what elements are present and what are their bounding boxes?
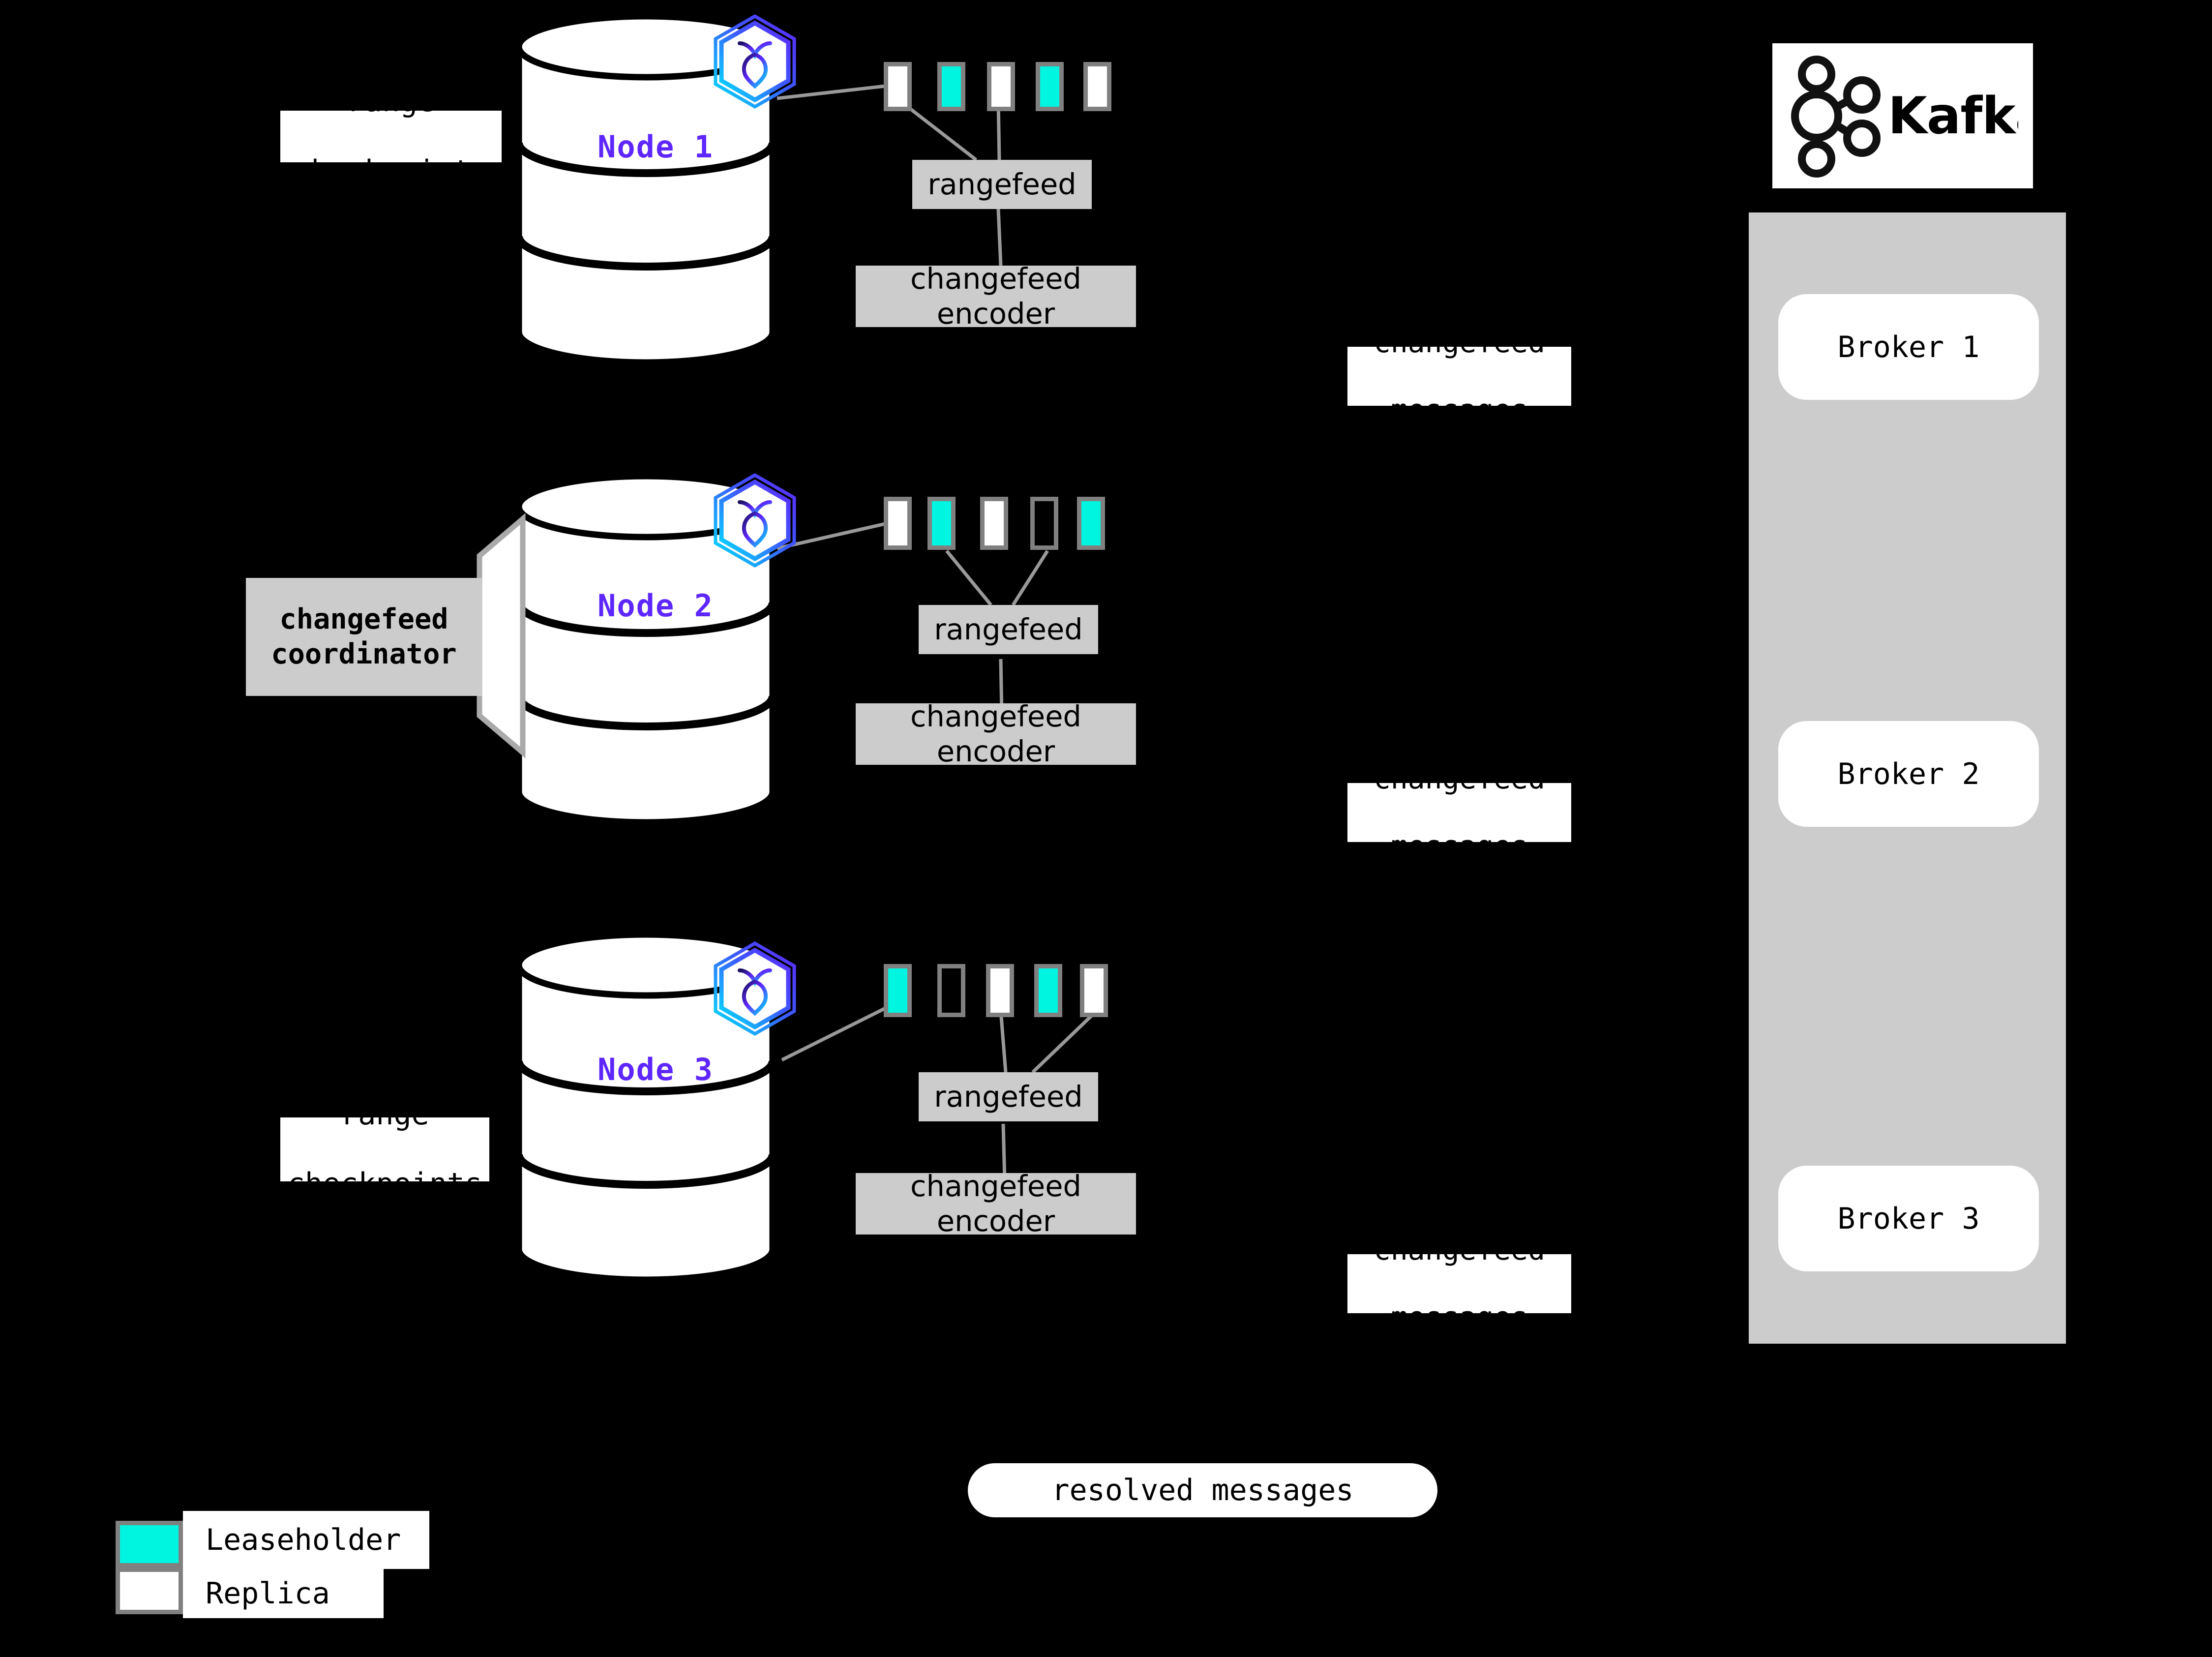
node-1-label: Node 1 — [598, 129, 714, 165]
range-cell-replica[interactable] — [986, 964, 1014, 1017]
changefeed-encoder-box-node-2[interactable]: changefeed encoder — [856, 703, 1136, 765]
range-cell-empty[interactable] — [937, 964, 965, 1017]
encoder-line-1: changefeed — [910, 1173, 1081, 1203]
legend-label-replica: Replica — [183, 1569, 384, 1618]
range-cell-leaseholder[interactable] — [937, 62, 965, 111]
range-cell-empty[interactable] — [1030, 497, 1058, 550]
legend-swatch-leaseholder — [116, 1521, 183, 1567]
kafka-inbound-arrow-icon — [2060, 331, 2090, 348]
range-cell-replica[interactable] — [884, 497, 912, 550]
resolved-messages-pill: resolved messages — [968, 1463, 1437, 1517]
range-cell-leaseholder[interactable] — [1036, 62, 1064, 111]
changefeed-coordinator-label: changefeed coordinator — [246, 578, 482, 696]
changefeed-encoder-box-node-3[interactable]: changefeed encoder — [856, 1173, 1136, 1235]
checkpoint-line-2: checkpoints — [287, 1167, 482, 1181]
checkpoint-line-1: range — [293, 111, 488, 119]
range-cell-leaseholder[interactable] — [927, 497, 956, 550]
messages-line-1: changefeed — [1374, 347, 1545, 360]
range-cell-replica[interactable] — [987, 62, 1015, 111]
messages-line-2: messages — [1374, 393, 1545, 406]
range-cell-replica[interactable] — [1083, 62, 1111, 111]
range-cell-replica[interactable] — [980, 497, 1008, 550]
node-2-cylinder — [515, 473, 777, 826]
encoder-line-1: changefeed — [910, 266, 1081, 296]
encoder-line-2: encoder — [936, 296, 1055, 328]
kafka-logo-icon: Kafka — [1791, 55, 2018, 178]
messages-line-1: changefeed — [1374, 1254, 1545, 1267]
rangefeed-box-node-3[interactable]: rangefeed — [919, 1072, 1098, 1121]
range-cell-replica[interactable] — [884, 62, 912, 111]
messages-line-2: messages — [1374, 1300, 1545, 1313]
changefeed-messages-label-2: changefeed messages — [1347, 783, 1571, 842]
encoder-line-2: encoder — [936, 1204, 1055, 1235]
broker-2[interactable]: Broker 2 — [1778, 721, 2039, 827]
node-3-label: Node 3 — [598, 1052, 714, 1087]
rangefeed-box-node-2[interactable]: rangefeed — [919, 605, 1098, 654]
range-cell-replica[interactable] — [1080, 964, 1108, 1017]
changefeed-messages-label-1: changefeed messages — [1347, 347, 1571, 406]
legend-label-leaseholder: Leaseholder — [183, 1511, 429, 1569]
range-checkpoints-label-node-1: range checkpoints — [280, 111, 502, 162]
kafka-wordmark: Kafka — [1888, 87, 2018, 146]
changefeed-encoder-box-node-1[interactable]: changefeed encoder — [856, 266, 1136, 327]
kafka-logo-box: Kafka — [1772, 43, 2033, 188]
messages-line-2: messages — [1374, 829, 1545, 842]
checkpoint-line-1: range — [287, 1117, 482, 1132]
coordinator-line-2: coordinator — [271, 638, 457, 670]
cockroachdb-hex-icon — [714, 941, 796, 1036]
broker-3[interactable]: Broker 3 — [1778, 1166, 2039, 1271]
changefeed-messages-label-3: changefeed messages — [1347, 1254, 1571, 1313]
rangefeed-box-node-1[interactable]: rangefeed — [912, 160, 1092, 209]
messages-line-1: changefeed — [1374, 783, 1545, 796]
encoder-line-1: changefeed — [910, 703, 1081, 733]
node-3-connectors — [781, 1006, 1096, 1181]
range-cell-leaseholder[interactable] — [1034, 964, 1062, 1017]
coordinator-line-1: changefeed — [279, 603, 448, 635]
range-cell-leaseholder[interactable] — [884, 964, 912, 1017]
broker-1[interactable]: Broker 1 — [1778, 294, 2039, 400]
node-3-cylinder — [515, 931, 777, 1283]
cockroachdb-hex-icon — [714, 14, 796, 109]
node-1-cylinder — [515, 13, 777, 366]
node-2-label: Node 2 — [598, 588, 714, 624]
checkpoint-line-2: checkpoints — [293, 154, 488, 162]
range-cell-leaseholder[interactable] — [1077, 497, 1105, 550]
legend-swatch-replica — [116, 1567, 183, 1614]
encoder-line-2: encoder — [936, 734, 1055, 765]
range-checkpoints-label-node-3: range checkpoints — [280, 1117, 489, 1181]
cockroachdb-hex-icon — [714, 473, 796, 568]
